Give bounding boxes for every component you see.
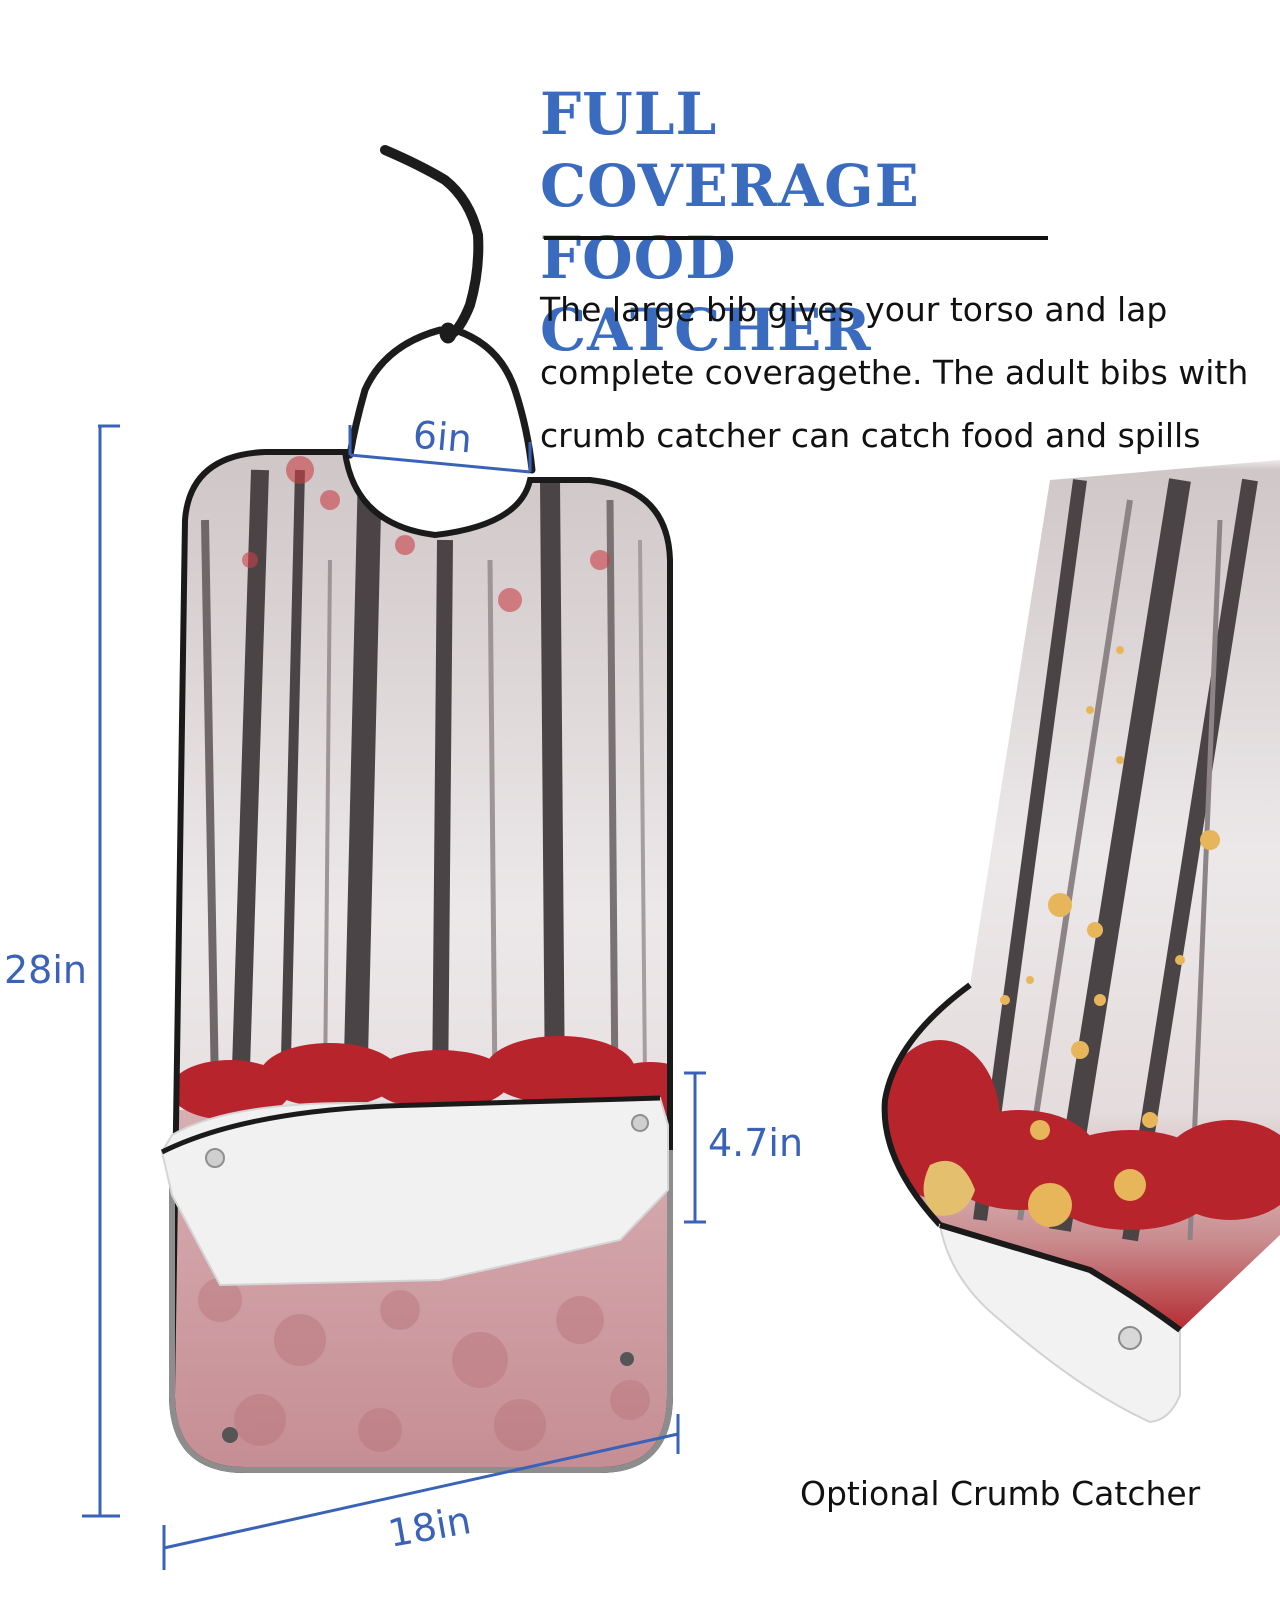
bib-front — [168, 449, 673, 1473]
neck-strap — [346, 145, 536, 474]
side-view-bib — [881, 455, 1280, 1424]
title-line-2: FOOD CATCHER — [540, 224, 872, 364]
title-divider — [544, 236, 1048, 240]
description: The large bib gives your torso and lap c… — [540, 278, 1270, 467]
dimension-lines — [82, 424, 706, 1570]
page-title: FULL COVERAGE FOOD CATCHER — [540, 78, 1060, 366]
crumb-catcher-caption: Optional Crumb Catcher — [800, 1474, 1201, 1513]
title-line-1: FULL COVERAGE — [540, 80, 920, 220]
description-line-3: crumb catcher can catch food and spills — [540, 416, 1201, 455]
height-dimension-label: 28in — [4, 948, 87, 992]
neck-dimension-label: 6in — [411, 412, 474, 462]
description-line-1: The large bib gives your torso and lap — [540, 290, 1168, 329]
snap-buttons — [222, 1352, 634, 1443]
crumb-pocket — [160, 1095, 669, 1287]
pocket-dimension-label: 4.7in — [708, 1121, 804, 1165]
description-line-2: complete coveragethe. The adult bibs wit… — [540, 353, 1249, 392]
